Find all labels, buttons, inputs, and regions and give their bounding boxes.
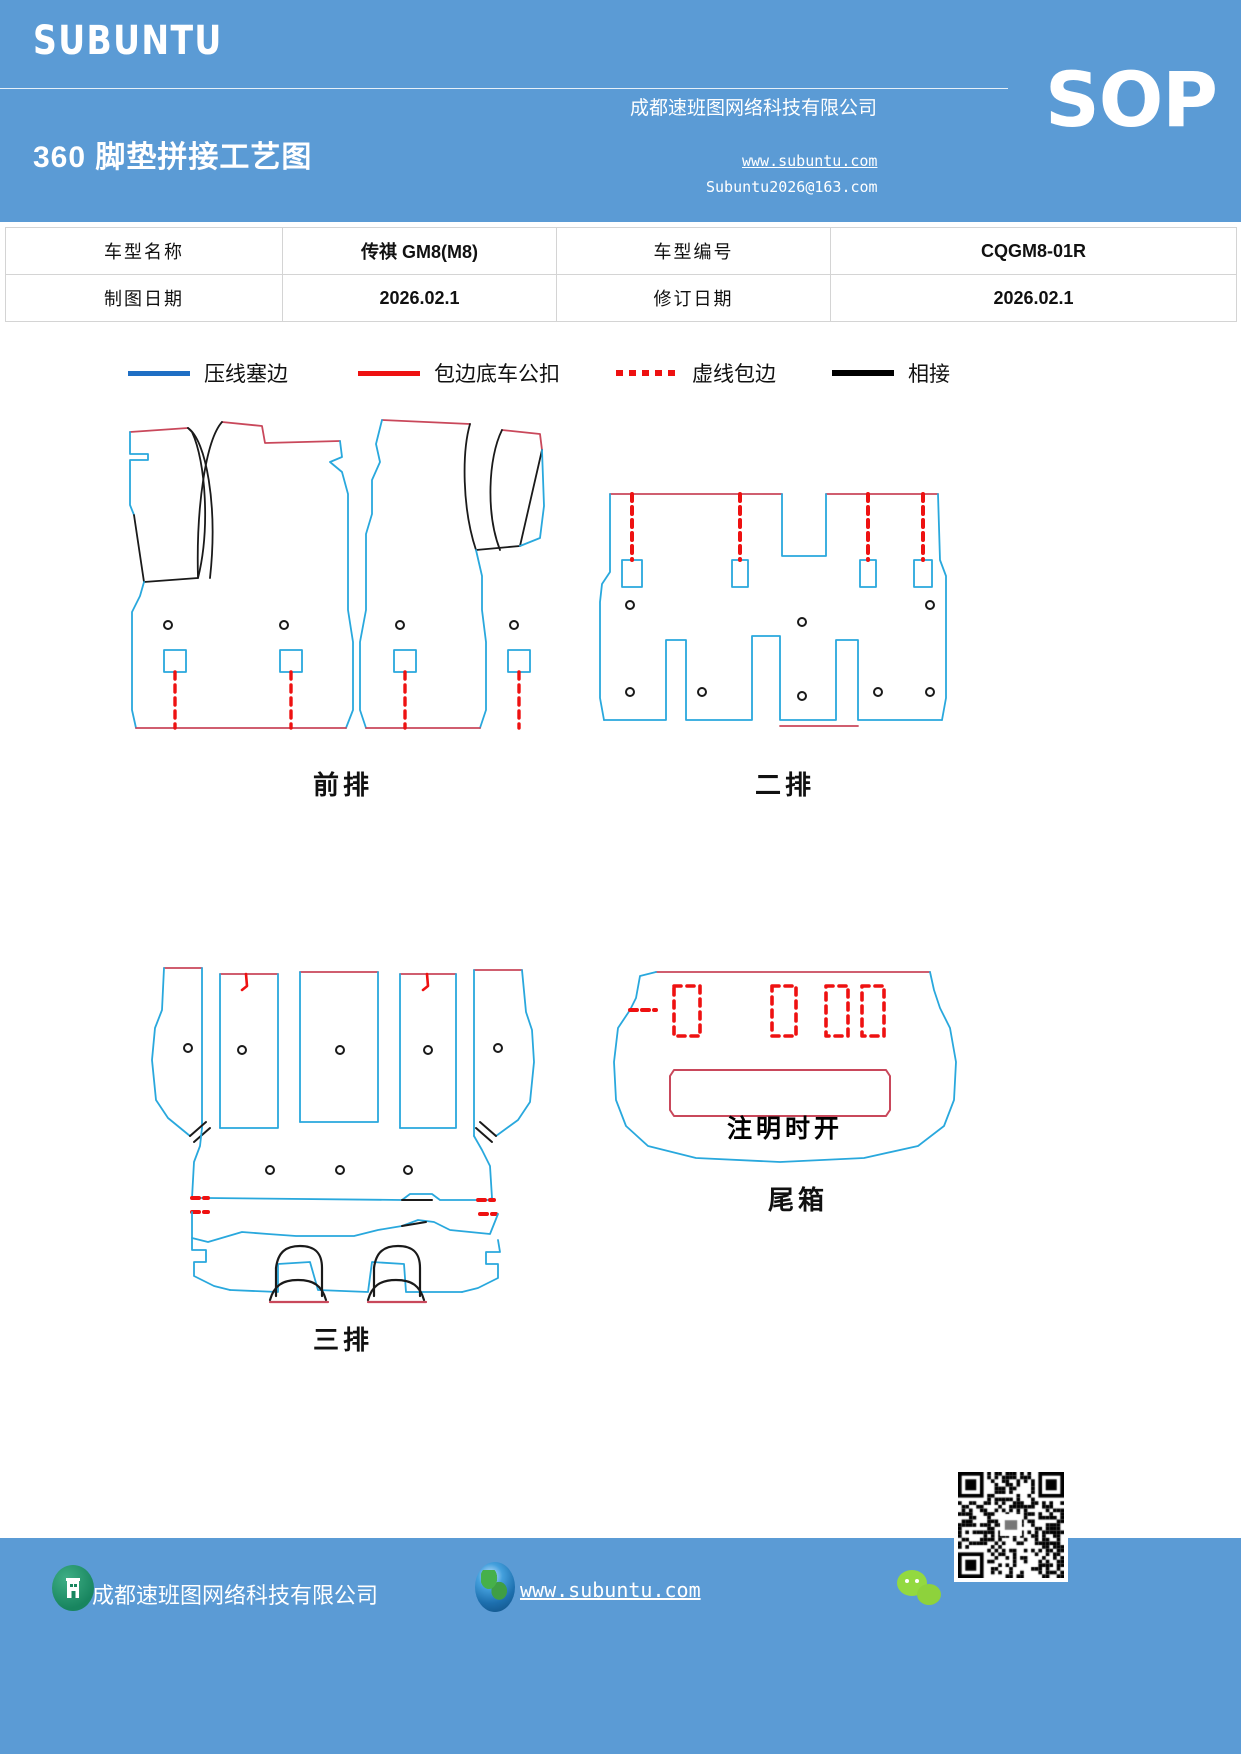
drawing-area: 前排 bbox=[0, 405, 1241, 1440]
footer-website-link[interactable]: www.subuntu.com bbox=[520, 1578, 701, 1602]
cell-revision-date-label: 修订日期 bbox=[556, 274, 831, 322]
table-row: 制图日期 2026.02.1 修订日期 2026.02.1 bbox=[5, 274, 1237, 322]
cell-revision-date-value: 2026.02.1 bbox=[830, 274, 1237, 322]
qr-code bbox=[954, 1468, 1068, 1582]
wechat-eye-dot bbox=[905, 1579, 909, 1583]
cell-model-name-value: 传祺 GM8(M8) bbox=[282, 227, 557, 275]
cell-model-name-label: 车型名称 bbox=[5, 227, 283, 275]
vehicle-info-table: 车型名称 传祺 GM8(M8) 车型编号 CQGM8-01R 制图日期 2026… bbox=[5, 227, 1237, 322]
header-email: Subuntu2026@163.com bbox=[706, 178, 878, 196]
wechat-bubble-small bbox=[917, 1584, 941, 1605]
legend-item-bottom-buckle: 包边底车公扣 bbox=[358, 358, 560, 388]
legend-label: 包边底车公扣 bbox=[434, 363, 560, 386]
caption-third-row: 三排 bbox=[312, 1325, 373, 1355]
legend-item-joint: 相接 bbox=[832, 358, 950, 388]
legend-label: 压线塞边 bbox=[204, 363, 288, 386]
caption-trunk: 尾箱 bbox=[767, 1185, 828, 1215]
cell-model-code-value: CQGM8-01R bbox=[830, 227, 1237, 275]
header-company-name: 成都速班图网络科技有限公司 bbox=[630, 97, 878, 119]
globe-icon bbox=[475, 1562, 515, 1612]
legend: 压线塞边 包边底车公扣 虚线包边 相接 bbox=[0, 358, 1000, 388]
sop-badge: SOP bbox=[1044, 55, 1218, 144]
brand-logo: SUBUNTU bbox=[33, 18, 223, 64]
legend-item-press-edge: 压线塞边 bbox=[128, 358, 288, 388]
page-title: 360 脚垫拼接工艺图 bbox=[33, 141, 313, 174]
wechat-eye-dot bbox=[915, 1579, 919, 1583]
legend-label: 相接 bbox=[908, 363, 950, 386]
legend-line-swatch-dotted-red bbox=[616, 370, 678, 376]
header-divider bbox=[0, 88, 1008, 89]
caption-second-row: 二排 bbox=[754, 770, 815, 800]
building-icon bbox=[52, 1565, 94, 1611]
cell-draw-date-label: 制图日期 bbox=[5, 274, 283, 322]
page-header: SUBUNTU SOP 360 脚垫拼接工艺图 成都速班图网络科技有限公司 ww… bbox=[0, 0, 1241, 222]
cell-model-code-label: 车型编号 bbox=[556, 227, 831, 275]
diagram-front-row bbox=[129, 419, 545, 730]
cell-draw-date-value: 2026.02.1 bbox=[282, 274, 557, 322]
legend-label: 虚线包边 bbox=[692, 363, 776, 386]
header-website-link[interactable]: www.subuntu.com bbox=[742, 152, 878, 170]
diagram-third-row bbox=[151, 967, 535, 1304]
trunk-note-text: 注明时开 bbox=[727, 1115, 844, 1143]
diagram-second-row bbox=[599, 492, 947, 727]
legend-line-swatch-red bbox=[358, 370, 420, 376]
legend-line-swatch-blue bbox=[128, 370, 190, 376]
footer-company-name: 成都速班图网络科技有限公司 bbox=[92, 1584, 379, 1609]
table-row: 车型名称 传祺 GM8(M8) 车型编号 CQGM8-01R bbox=[5, 227, 1237, 275]
legend-item-dotted-edge: 虚线包边 bbox=[616, 358, 776, 388]
wechat-icon bbox=[897, 1570, 949, 1612]
diagram-trunk bbox=[613, 971, 957, 1163]
caption-front-row: 前排 bbox=[312, 770, 373, 800]
legend-line-swatch-black bbox=[832, 370, 894, 376]
